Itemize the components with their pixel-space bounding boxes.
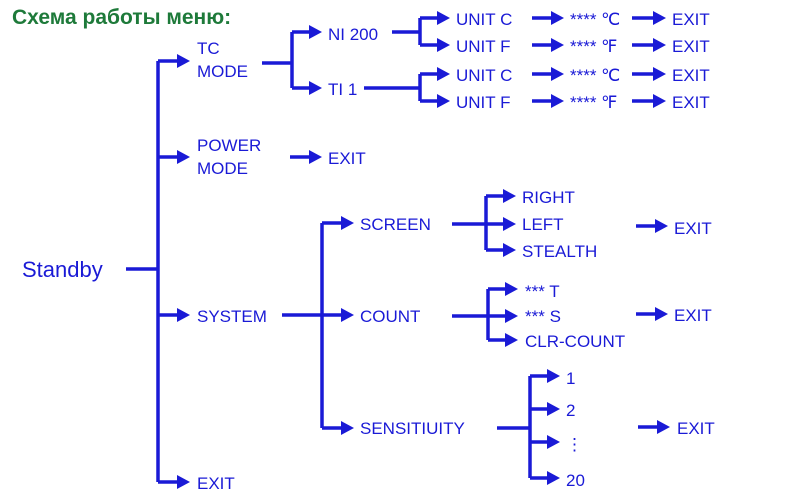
arrowhead-6 — [309, 81, 322, 95]
node-ni200-value-c: **** ℃ — [570, 10, 620, 29]
node-tc-mode-line2: MODE — [197, 62, 248, 81]
node-screen-exit: EXIT — [674, 219, 712, 238]
node-sensitivity-exit: EXIT — [677, 419, 715, 438]
arrowhead-3 — [177, 308, 190, 322]
arrowhead-22 — [341, 421, 354, 435]
arrowhead-29 — [505, 333, 518, 347]
node-standby: Standby — [22, 257, 103, 282]
node-count: COUNT — [360, 307, 420, 326]
arrowhead-12 — [653, 11, 666, 25]
node-ti1: TI 1 — [328, 80, 357, 99]
arrowhead-34 — [547, 471, 560, 485]
node-count-exit: EXIT — [674, 306, 712, 325]
arrowhead-2 — [177, 150, 190, 164]
node-sensitivity-2: 2 — [566, 401, 575, 420]
arrowhead-9 — [437, 67, 450, 81]
node-ti1-unit-f: UNIT F — [456, 93, 510, 112]
node-ti1-exit-c: EXIT — [672, 66, 710, 85]
arrowheads — [177, 11, 670, 489]
arrowhead-26 — [655, 219, 668, 233]
node-ti1-unit-c: UNIT C — [456, 66, 512, 85]
node-power-mode-line2: MODE — [197, 159, 248, 178]
node-screen-stealth: STEALTH — [522, 242, 597, 261]
node-sensitivity: SENSITIUITY — [360, 419, 465, 438]
arrowhead-30 — [655, 307, 668, 321]
arrowhead-23 — [503, 189, 516, 203]
arrowhead-10 — [437, 94, 450, 108]
arrowhead-7 — [437, 11, 450, 25]
arrowhead-32 — [547, 402, 560, 416]
arrowhead-20 — [341, 216, 354, 230]
arrowhead-15 — [551, 67, 564, 81]
arrowhead-35 — [657, 420, 670, 434]
connector-lines — [126, 16, 660, 484]
arrowhead-21 — [341, 308, 354, 322]
node-ti1-value-f: **** ℉ — [570, 93, 617, 112]
arrowhead-11 — [551, 11, 564, 25]
arrowhead-25 — [503, 243, 516, 257]
node-ni200-unit-f: UNIT F — [456, 37, 510, 56]
node-screen-left: LEFT — [522, 215, 564, 234]
arrowhead-1 — [177, 54, 190, 68]
node-count-s: *** S — [525, 307, 561, 326]
node-ni200-exit-c: EXIT — [672, 10, 710, 29]
arrowhead-28 — [505, 309, 518, 323]
node-power-exit: EXIT — [328, 149, 366, 168]
arrowhead-14 — [653, 38, 666, 52]
node-screen: SCREEN — [360, 215, 431, 234]
node-ni200-exit-f: EXIT — [672, 37, 710, 56]
arrowhead-16 — [653, 67, 666, 81]
node-sensitivity-1: 1 — [566, 369, 575, 388]
node-system: SYSTEM — [197, 307, 267, 326]
node-count-clr: CLR-COUNT — [525, 332, 625, 351]
arrowhead-31 — [547, 369, 560, 383]
node-ti1-value-c: **** ℃ — [570, 66, 620, 85]
node-sensitivity-ellipsis: ⋮ — [566, 435, 583, 454]
node-power-mode-line1: POWER — [197, 136, 261, 155]
node-tc-mode-line1: TC — [197, 39, 220, 58]
arrowhead-5 — [309, 25, 322, 39]
arrowhead-17 — [551, 94, 564, 108]
arrowhead-24 — [503, 217, 516, 231]
node-ni200-unit-c: UNIT C — [456, 10, 512, 29]
arrowhead-8 — [437, 38, 450, 52]
node-screen-right: RIGHT — [522, 188, 575, 207]
arrowhead-18 — [653, 94, 666, 108]
node-exit: EXIT — [197, 474, 235, 493]
node-ni200: NI 200 — [328, 25, 378, 44]
node-ni200-value-f: **** ℉ — [570, 37, 617, 56]
arrowhead-27 — [505, 282, 518, 296]
diagram-title: Схема работы меню: — [12, 6, 232, 29]
arrowhead-4 — [177, 475, 190, 489]
arrowhead-33 — [547, 435, 560, 449]
node-ti1-exit-f: EXIT — [672, 93, 710, 112]
node-count-t: *** T — [525, 282, 560, 301]
arrowhead-19 — [309, 150, 322, 164]
node-sensitivity-20: 20 — [566, 471, 585, 490]
arrowhead-13 — [551, 38, 564, 52]
